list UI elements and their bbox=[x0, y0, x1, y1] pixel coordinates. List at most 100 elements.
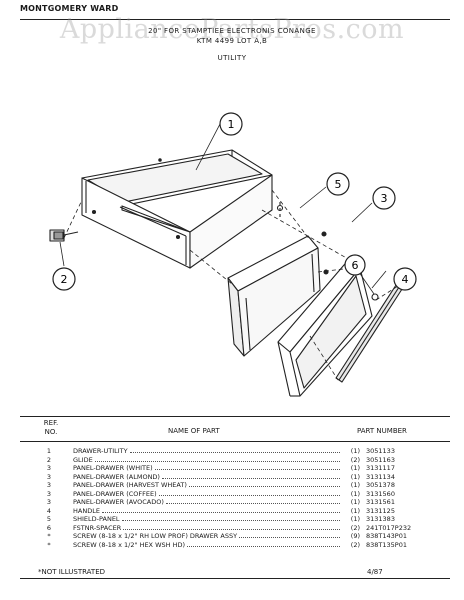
part-number: 3051163 bbox=[366, 455, 395, 464]
table-top-rule bbox=[20, 416, 450, 417]
svg-text:1: 1 bbox=[228, 118, 235, 131]
table-row: 1 DRAWER-UTILITY (1) 3051133 bbox=[0, 447, 464, 456]
ref-number: * bbox=[47, 540, 51, 549]
ref-no-header: REF. NO. bbox=[43, 419, 59, 436]
drawer-utility-drawing bbox=[81, 149, 273, 269]
part-name: HANDLE bbox=[73, 506, 100, 515]
model-line-1: 20" FOR STAMPTIEE ELECTRONIS CONANGE bbox=[148, 27, 316, 35]
part-number: 3131125 bbox=[366, 506, 395, 515]
dotted-leader bbox=[162, 477, 340, 479]
table-header-rule bbox=[20, 441, 450, 442]
bottom-rule bbox=[20, 578, 450, 579]
part-number: 3131117 bbox=[366, 464, 395, 472]
callout-6: 6 bbox=[344, 254, 366, 276]
dotted-leader bbox=[166, 503, 340, 504]
quantity: (2) bbox=[350, 455, 360, 464]
ref-number: 3 bbox=[46, 498, 52, 506]
quantity: (1) bbox=[350, 472, 360, 481]
quantity: (1) bbox=[350, 506, 360, 515]
ref-number: 4 bbox=[46, 506, 52, 515]
dotted-leader bbox=[159, 494, 340, 496]
part-name: SCREW (8-18 x 1/2" HEX WSH HD) bbox=[73, 540, 186, 549]
dotted-leader bbox=[102, 511, 340, 513]
part-number-header: PART NUMBER bbox=[357, 427, 407, 435]
ref-number: 6 bbox=[46, 523, 52, 532]
part-name: SHIELD-PANEL bbox=[73, 515, 120, 523]
dotted-leader bbox=[239, 537, 340, 538]
svg-text:4: 4 bbox=[402, 273, 409, 286]
ref-number: 3 bbox=[46, 472, 52, 481]
table-row: 6 FSTNR-SPACER (2) 241T017P232 bbox=[0, 524, 464, 533]
quantity: (1) bbox=[350, 481, 360, 489]
ref-number: 1 bbox=[46, 447, 52, 455]
dotted-leader bbox=[189, 486, 340, 487]
part-number: 3051133 bbox=[366, 447, 395, 455]
callout-5: 5 bbox=[326, 172, 350, 196]
table-row: 4 HANDLE (1) 3131125 bbox=[0, 507, 464, 516]
callout-1: 1 bbox=[219, 112, 243, 136]
part-number: 838T135P01 bbox=[366, 540, 407, 549]
part-name: GLIDE bbox=[73, 455, 93, 464]
dotted-leader bbox=[123, 528, 340, 530]
parts-table-body: 1 DRAWER-UTILITY (1) 3051133 2 GLIDE (2) 305116… bbox=[0, 447, 464, 549]
ref-number: 3 bbox=[46, 464, 52, 472]
quantity: (9) bbox=[350, 532, 360, 540]
brand-name: MONTGOMERY WARD bbox=[20, 4, 119, 13]
dotted-leader bbox=[130, 452, 340, 453]
part-name: PANEL-DRAWER (ALMOND) bbox=[73, 472, 160, 481]
glide-drawing bbox=[49, 229, 79, 242]
ref-number: 3 bbox=[46, 489, 52, 498]
part-name: PANEL-DRAWER (HARVEST WHEAT) bbox=[73, 481, 187, 489]
quantity: (2) bbox=[350, 540, 360, 549]
part-name: PANEL-DRAWER (WHITE) bbox=[73, 464, 153, 472]
part-number: 3131561 bbox=[366, 498, 395, 506]
dotted-leader bbox=[95, 460, 340, 462]
table-row: * SCREW (8-18 x 1/2" HEX WSH HD) (2) 838T13… bbox=[0, 541, 464, 550]
footnote: *NOT ILLUSTRATED bbox=[38, 568, 106, 576]
svg-text:5: 5 bbox=[335, 178, 342, 191]
shield-panel-drawing bbox=[227, 235, 321, 357]
part-name: PANEL-DRAWER (AVOCADO) bbox=[73, 498, 164, 506]
exploded-parts-diagram: 1 2 3 4 5 6 bbox=[49, 112, 417, 397]
svg-text:2: 2 bbox=[61, 273, 68, 286]
panel-drawer-drawing bbox=[277, 257, 373, 397]
revision-date: 4/87 bbox=[367, 568, 383, 576]
table-row: 3 PANEL-DRAWER (AVOCADO) (1) 3131561 bbox=[0, 498, 464, 507]
svg-text:6: 6 bbox=[352, 259, 359, 272]
ref-number: 5 bbox=[46, 515, 52, 523]
callout-4: 4 bbox=[393, 267, 417, 291]
part-name: FSTNR-SPACER bbox=[73, 523, 122, 532]
callout-2: 2 bbox=[52, 267, 76, 291]
part-number: 241T017P232 bbox=[366, 523, 412, 532]
table-row: *SCREW (8-18 x 1/2" RH LOW PROF) DRAWER … bbox=[0, 532, 464, 541]
table-row: 2 GLIDE (2) 3051163 bbox=[0, 456, 464, 465]
part-name: PANEL-DRAWER (COFFEE) bbox=[73, 489, 157, 498]
quantity: (1) bbox=[350, 515, 360, 523]
quantity: (1) bbox=[350, 464, 360, 472]
part-number: 3131560 bbox=[366, 489, 395, 498]
quantity: (2) bbox=[350, 523, 360, 532]
part-name: DRAWER-UTILITY bbox=[73, 447, 128, 455]
part-number: 3131134 bbox=[366, 472, 395, 481]
part-number: 3051378 bbox=[366, 481, 395, 489]
quantity: (1) bbox=[350, 447, 360, 455]
model-line-2: KTM 4499 LOT A,B bbox=[196, 37, 268, 45]
ref-number: * bbox=[47, 532, 51, 540]
dotted-leader bbox=[122, 520, 340, 521]
dotted-leader bbox=[155, 469, 340, 470]
quantity: (1) bbox=[350, 498, 360, 506]
section-title: UTILITY bbox=[217, 54, 247, 62]
ref-number: 2 bbox=[46, 455, 52, 464]
table-row: 3 PANEL-DRAWER (ALMOND) (1) 3131134 bbox=[0, 473, 464, 482]
top-rule bbox=[20, 19, 450, 20]
table-row: 5 SHIELD-PANEL (1) 3131383 bbox=[0, 515, 464, 524]
table-row: 3 PANEL-DRAWER (COFFEE) (1) 3131560 bbox=[0, 490, 464, 499]
callout-3: 3 bbox=[372, 186, 396, 210]
dotted-leader bbox=[187, 545, 340, 547]
part-number: 838T143P01 bbox=[366, 532, 407, 540]
quantity: (1) bbox=[350, 489, 360, 498]
part-name-header: NAME OF PART bbox=[168, 427, 220, 435]
part-number: 3131383 bbox=[366, 515, 395, 523]
